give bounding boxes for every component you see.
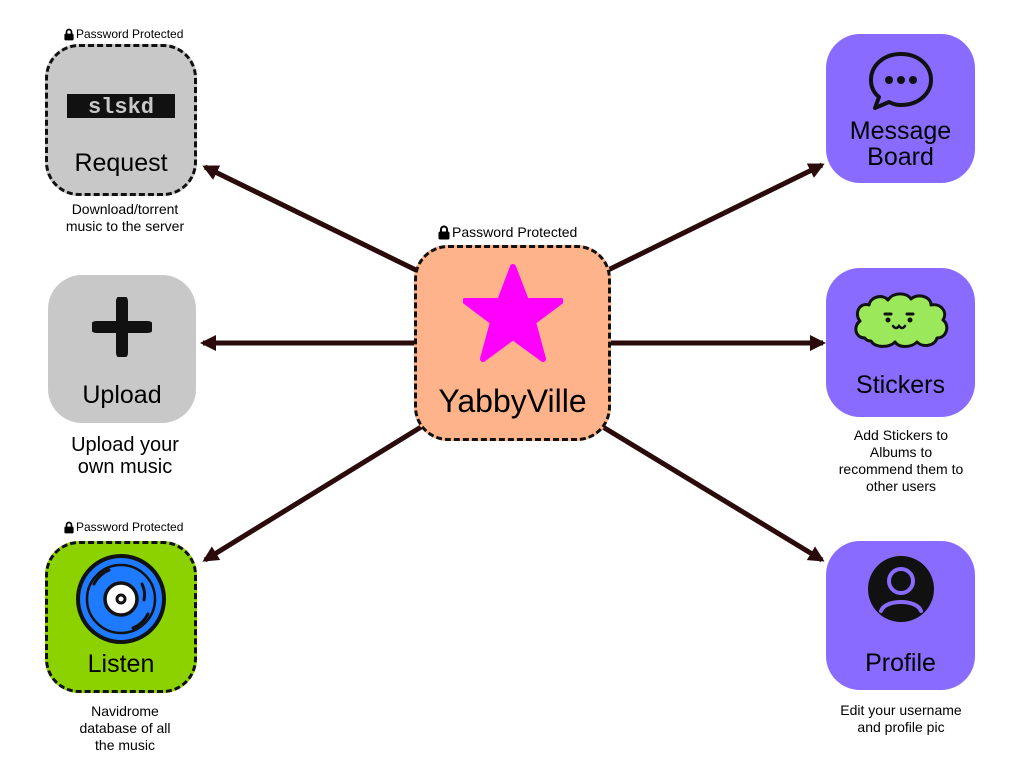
center-node-yabbyville[interactable]: YabbyVille [414,245,611,441]
message-board-node[interactable]: Message Board [826,34,975,183]
request-lock-note: Password Protected [64,27,183,41]
chat-bubble-icon [868,52,933,110]
plus-icon [92,297,152,357]
profile-node[interactable]: Profile [826,541,975,690]
slskd-logo: slskd [67,94,175,120]
lock-icon [64,28,74,40]
stickers-caption: Add Stickers to Albums to recommend them… [838,427,964,494]
profile-label: Profile [865,649,936,677]
user-avatar-icon [867,556,934,622]
slskd-logo-text: slskd [88,95,154,120]
stickers-label: Stickers [856,371,945,399]
upload-node[interactable]: Upload [48,275,196,423]
listen-lock-note: Password Protected [64,520,183,534]
listen-caption: Navidrome database of all the music [79,703,171,753]
arrow-to-request [202,164,422,275]
vinyl-disc-icon [76,554,166,644]
arrow-to-profile [596,421,825,563]
listen-label: Listen [87,650,155,678]
lock-icon [64,521,74,533]
arrow-to-listen [202,421,428,563]
listen-node[interactable]: Listen [45,541,197,693]
star-icon [462,264,563,362]
profile-caption: Edit your username and profile pic [840,702,962,735]
stickers-node[interactable]: Stickers [826,268,975,417]
upload-label: Upload [82,381,162,409]
lock-icon [438,225,450,239]
request-node[interactable]: slskd Request [45,44,197,196]
upload-caption: Upload your own music [71,434,179,478]
center-label: YabbyVille [438,383,587,419]
cloud-sticker-icon [853,292,948,348]
center-lock-note: Password Protected [438,224,577,240]
request-caption: Download/torrent music to the server [65,201,185,234]
message-board-label: Message Board [849,117,952,171]
arrow-to-message-board [602,162,825,275]
request-label: Request [74,149,168,177]
